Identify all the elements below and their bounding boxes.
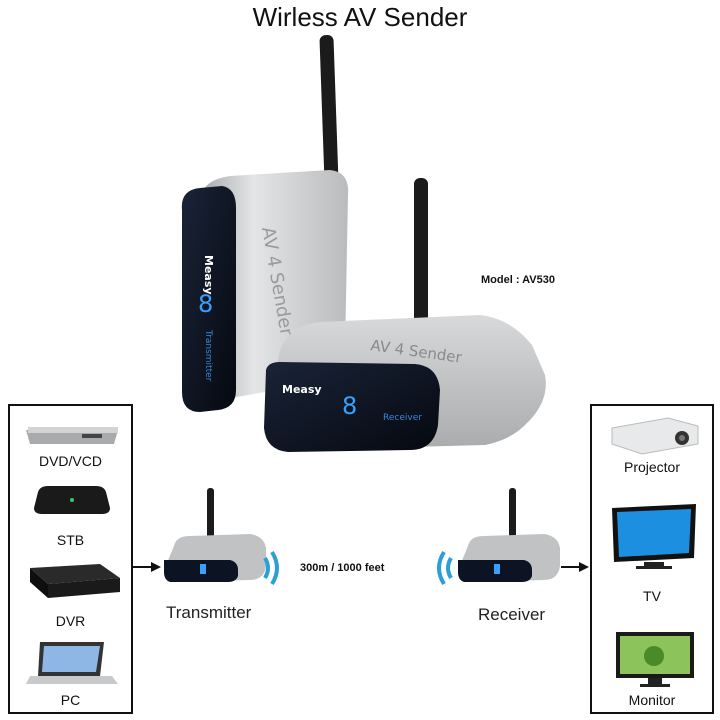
model-label: Model : AV530 [481,274,555,286]
laptop-icon [26,642,118,684]
transmitter-front-panel [181,186,236,412]
receiver-signal-icon [437,550,453,586]
projector-icon [611,417,699,455]
monitor-icon [616,632,694,687]
page-title: Wirless AV Sender [252,2,468,32]
distance-label: 300m / 1000 feet [300,562,385,574]
transmitter-digit: 8 [198,290,213,318]
receiver-brand: Measy [282,383,322,396]
outputs-box: Projector TV Monitor [590,404,714,714]
source-label-pc: PC [60,692,81,708]
transmitter-label: Transmitter [166,603,252,622]
input-arrow-icon [133,562,161,572]
dvr-icon [30,564,120,598]
transmitter-signal-icon [263,550,279,586]
dvd-player-icon [26,427,118,444]
sources-box: DVD/VCD STB DVR PC [8,404,133,714]
output-label-monitor: Monitor [628,692,676,708]
transmitter-antenna [319,35,339,185]
small-receiver-icon [458,488,560,582]
transmitter-front-text: Transmitter [203,329,213,382]
receiver-front-text: Receiver [383,413,422,423]
source-label-dvr: DVR [55,613,86,629]
output-label-tv: TV [643,588,661,604]
receiver-digit: 8 [342,392,357,420]
source-label-stb: STB [56,532,85,548]
receiver-front-panel [264,362,440,452]
transmitter-brand: Measy [202,255,215,295]
output-label-projector: Projector [623,459,681,475]
receiver-label: Receiver [478,605,546,624]
small-transmitter-icon [164,488,266,582]
receiver-antenna [414,178,428,338]
product-illustration: Measy 8 Transmitter AV 4 Sender Measy 8 … [181,35,546,452]
source-label-dvd: DVD/VCD [38,453,102,469]
set-top-box-icon [34,486,110,514]
tv-icon [612,504,696,569]
output-arrow-icon [561,562,589,572]
